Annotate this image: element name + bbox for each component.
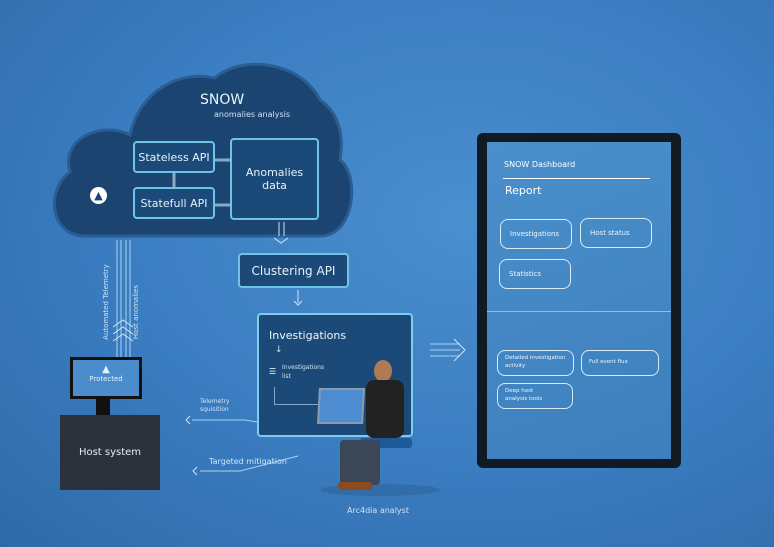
down-arrow-icon: ↓	[275, 345, 283, 355]
monitor-stand	[96, 399, 110, 415]
list-icon: ☰	[269, 367, 277, 376]
dashboard-title: SNOW Dashboard	[504, 160, 576, 169]
cloud-subtitle: anomalies analysis	[214, 110, 291, 119]
analyst-label: Arc4dia analyst	[347, 506, 409, 515]
telemetry-acquisition-label: Telemetry squisition	[200, 398, 230, 413]
arc4dia-logo-icon: ▲	[102, 364, 110, 375]
detailed-investigation-button[interactable]: Detailed investigation activity	[497, 350, 574, 376]
deep-host-analysis-button[interactable]: Deep host analysis tools	[497, 383, 573, 409]
section-divider	[487, 311, 671, 312]
report-heading: Report	[505, 184, 542, 197]
host-monitor: ▲ Protected	[70, 357, 142, 399]
dashboard-screen: SNOW Dashboard Report Investigations Hos…	[487, 142, 671, 459]
analyst-head	[374, 360, 392, 382]
full-event-flux-button[interactable]: Full event flux	[581, 350, 659, 376]
clustering-api-box: Clustering API	[238, 253, 349, 288]
analyst-shoes	[338, 482, 372, 490]
host-status-button[interactable]: Host status	[580, 218, 652, 248]
dashboard-kiosk: SNOW Dashboard Report Investigations Hos…	[477, 133, 681, 468]
arc4dia-logo-icon: ▲	[90, 187, 107, 204]
protected-label: Protected	[89, 375, 123, 383]
host-system-label: Host system	[78, 447, 142, 458]
host-system-box: Host system	[60, 415, 160, 490]
investigations-button[interactable]: Investigations	[500, 219, 572, 249]
host-monitor-screen: ▲ Protected	[73, 360, 139, 396]
automated-telemetry-label: Automated Telemetry	[102, 264, 110, 340]
stateless-api-box: Stateless API	[133, 141, 215, 173]
title-divider	[503, 178, 650, 179]
investigations-title: Investigations	[269, 329, 347, 342]
anomalies-data-box: Anomalies data	[230, 138, 319, 220]
connector-line	[274, 387, 324, 405]
analyst-legs	[340, 440, 380, 485]
statefull-api-box: Statefull API	[133, 187, 215, 219]
laptop	[317, 388, 365, 424]
investigations-list-label: Investigations list	[282, 364, 325, 380]
chair	[360, 438, 412, 448]
analyst-body	[366, 380, 404, 438]
cloud-title: SNOW	[200, 92, 245, 108]
targeted-mitigation-label: Targeted mitigation	[209, 457, 287, 466]
statistics-button[interactable]: Statistics	[499, 259, 571, 289]
host-anomalies-label: Host anomalies	[132, 284, 140, 340]
